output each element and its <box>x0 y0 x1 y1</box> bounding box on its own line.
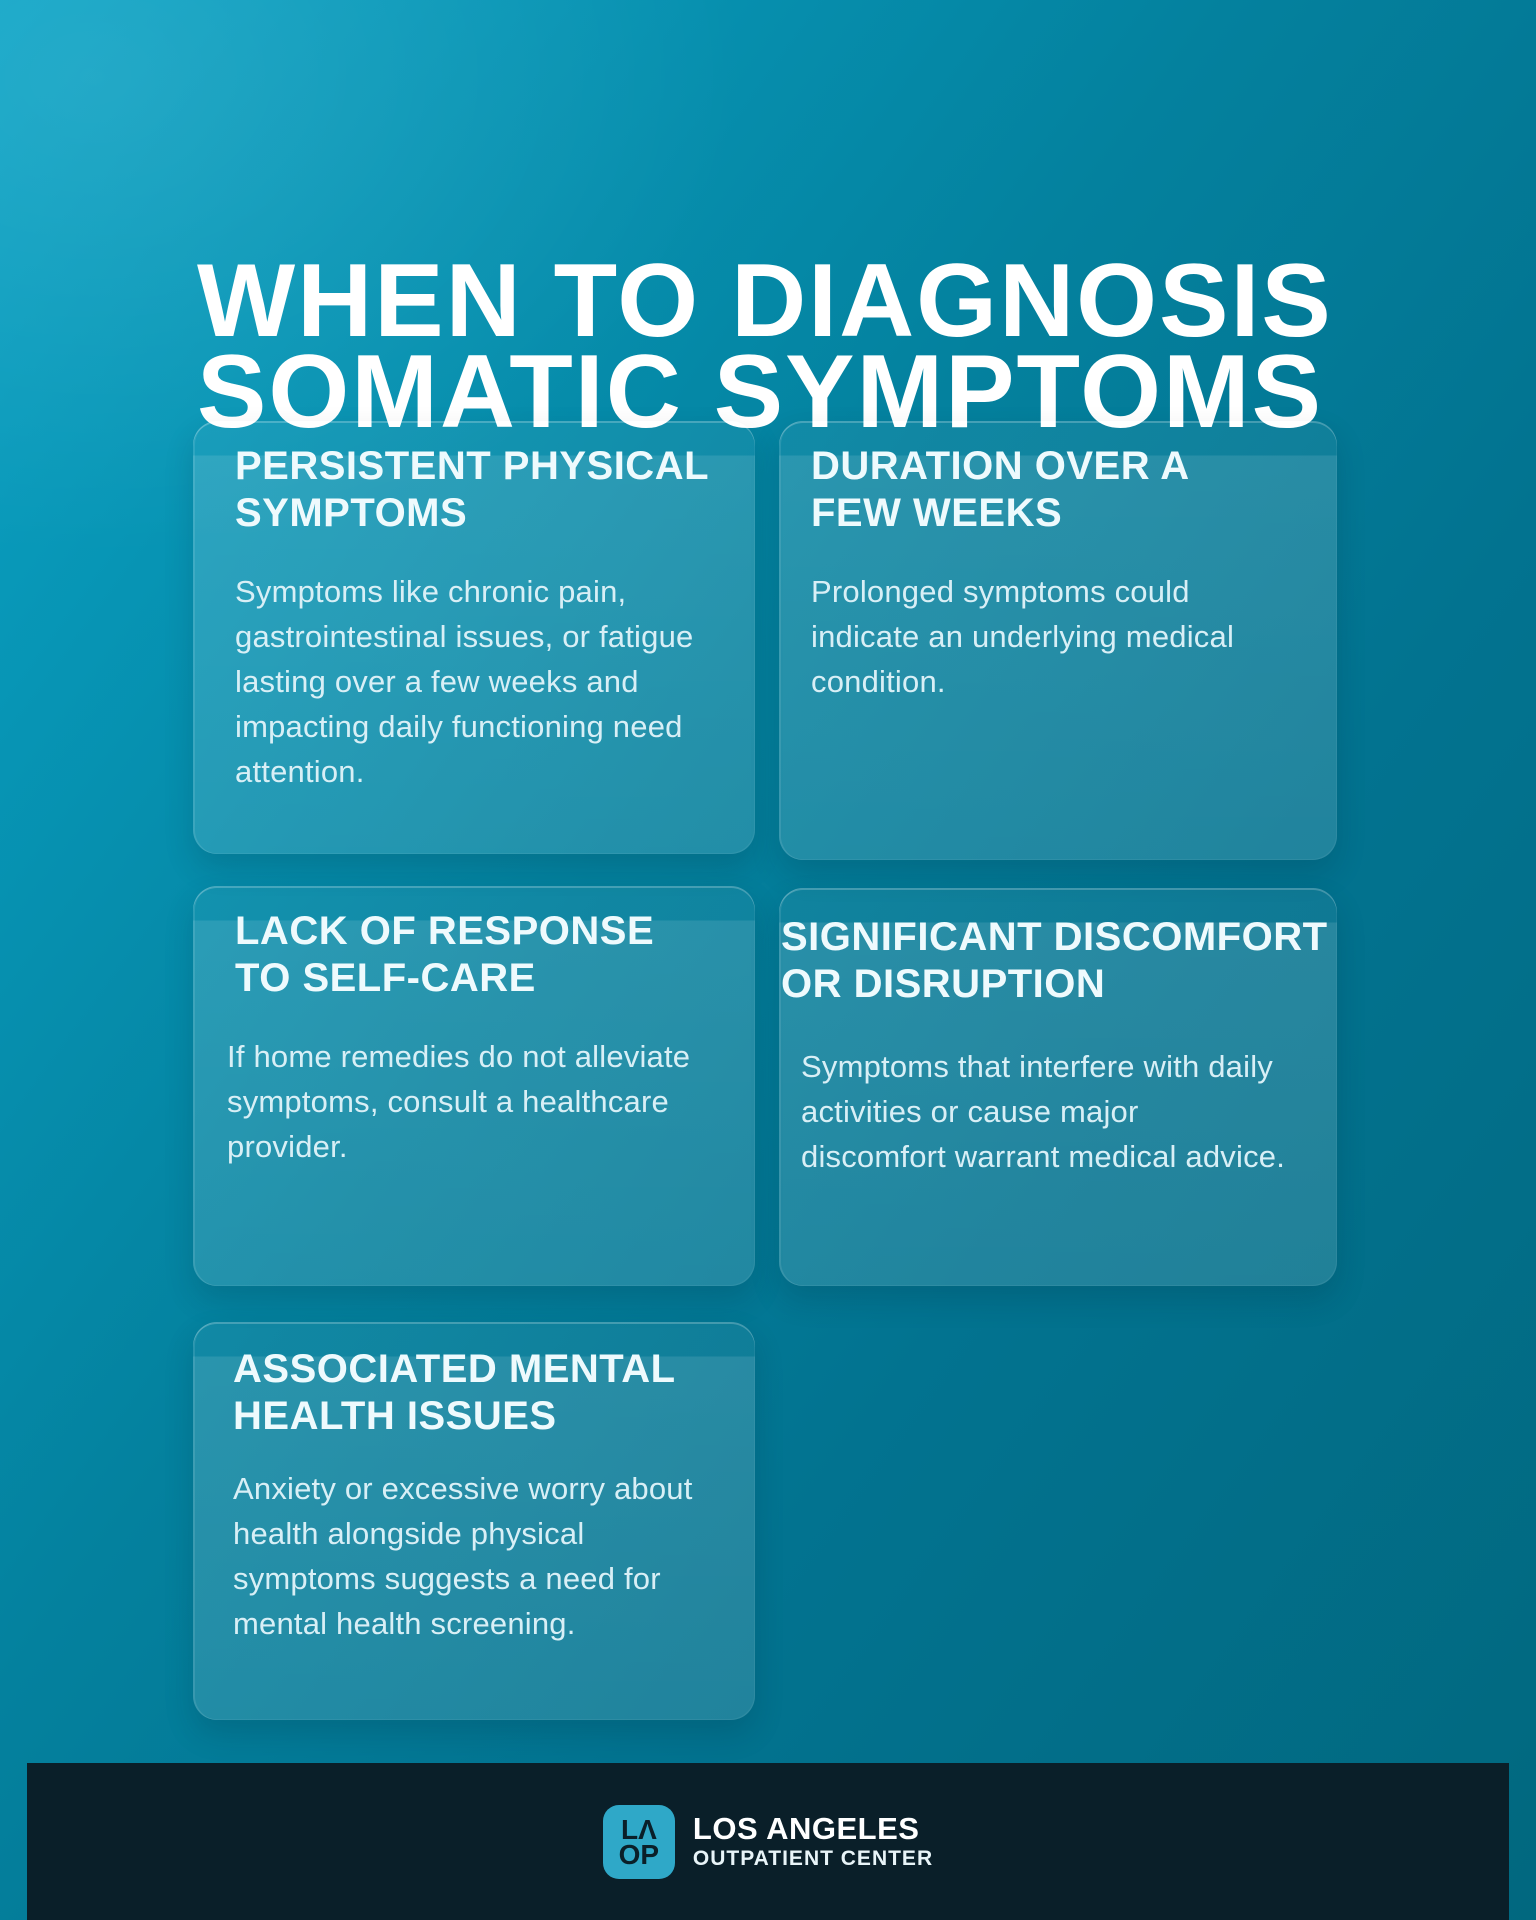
laop-logo-icon: LΛ OP <box>602 1804 675 1879</box>
card-heading-line: LACK OF RESPONSE <box>235 909 655 953</box>
card-heading-line: PERSISTENT PHYSICAL <box>235 444 710 488</box>
card-heading: PERSISTENT PHYSICAL SYMPTOMS <box>235 443 725 537</box>
page-title-line-2: SOMATIC SYMPTOMS <box>197 333 1323 450</box>
card-associated-mental-health-issues: ASSOCIATED MENTAL HEALTH ISSUES Anxiety … <box>193 1322 755 1720</box>
card-heading-line: HEALTH ISSUES <box>233 1394 557 1438</box>
card-lack-of-response-to-self-care: LACK OF RESPONSE TO SELF-CARE If home re… <box>193 886 755 1286</box>
card-heading-line: OR DISRUPTION <box>781 962 1106 1006</box>
card-duration-over-a-few-weeks: DURATION OVER A FEW WEEKS Prolonged symp… <box>779 421 1337 860</box>
card-body-text: Symptoms like chronic pain, gastrointest… <box>235 574 694 789</box>
card-heading-line: SYMPTOMS <box>235 491 468 535</box>
card-heading: SIGNIFICANT DISCOMFORT OR DISRUPTION <box>781 914 1328 1008</box>
organization-lockup: LOS ANGELES OUTPATIENT CENTER <box>692 1810 934 1872</box>
card-body-text: If home remedies do not alleviate sympto… <box>227 1039 691 1164</box>
card-heading-line: DURATION OVER A <box>811 444 1190 488</box>
organization-name: LOS ANGELES <box>692 1810 920 1846</box>
card-persistent-physical-symptoms: PERSISTENT PHYSICAL SYMPTOMS Symptoms li… <box>193 421 755 854</box>
card-heading-line: ASSOCIATED MENTAL <box>233 1347 676 1391</box>
page-title: WHEN TO DIAGNOSIS SOMATIC SYMPTOMS <box>197 242 1333 450</box>
laop-logo-text-top: LΛ <box>621 1813 657 1845</box>
laop-logo-text-bottom: OP <box>618 1838 660 1870</box>
card-body-text: Symptoms that interfere with daily activ… <box>801 1049 1286 1174</box>
card-heading: ASSOCIATED MENTAL HEALTH ISSUES <box>233 1346 725 1440</box>
card-body-text: Anxiety or excessive worry about health … <box>233 1471 693 1641</box>
card-heading-line: FEW WEEKS <box>811 491 1063 535</box>
card-significant-discomfort-or-disruption: SIGNIFICANT DISCOMFORT OR DISRUPTION Sym… <box>779 888 1337 1286</box>
card-heading: DURATION OVER A FEW WEEKS <box>811 443 1313 537</box>
page-title-line-1: WHEN TO DIAGNOSIS <box>197 242 1333 359</box>
card-heading-line: TO SELF-CARE <box>235 956 536 1000</box>
card-heading-line: SIGNIFICANT DISCOMFORT <box>781 915 1328 959</box>
organization-subtitle: OUTPATIENT CENTER <box>692 1846 934 1870</box>
card-heading: LACK OF RESPONSE TO SELF-CARE <box>235 908 725 1002</box>
card-body-text: Prolonged symptoms could indicate an und… <box>811 574 1235 699</box>
footer-bar: LΛ OP LOS ANGELES OUTPATIENT CENTER <box>27 1763 1509 1920</box>
